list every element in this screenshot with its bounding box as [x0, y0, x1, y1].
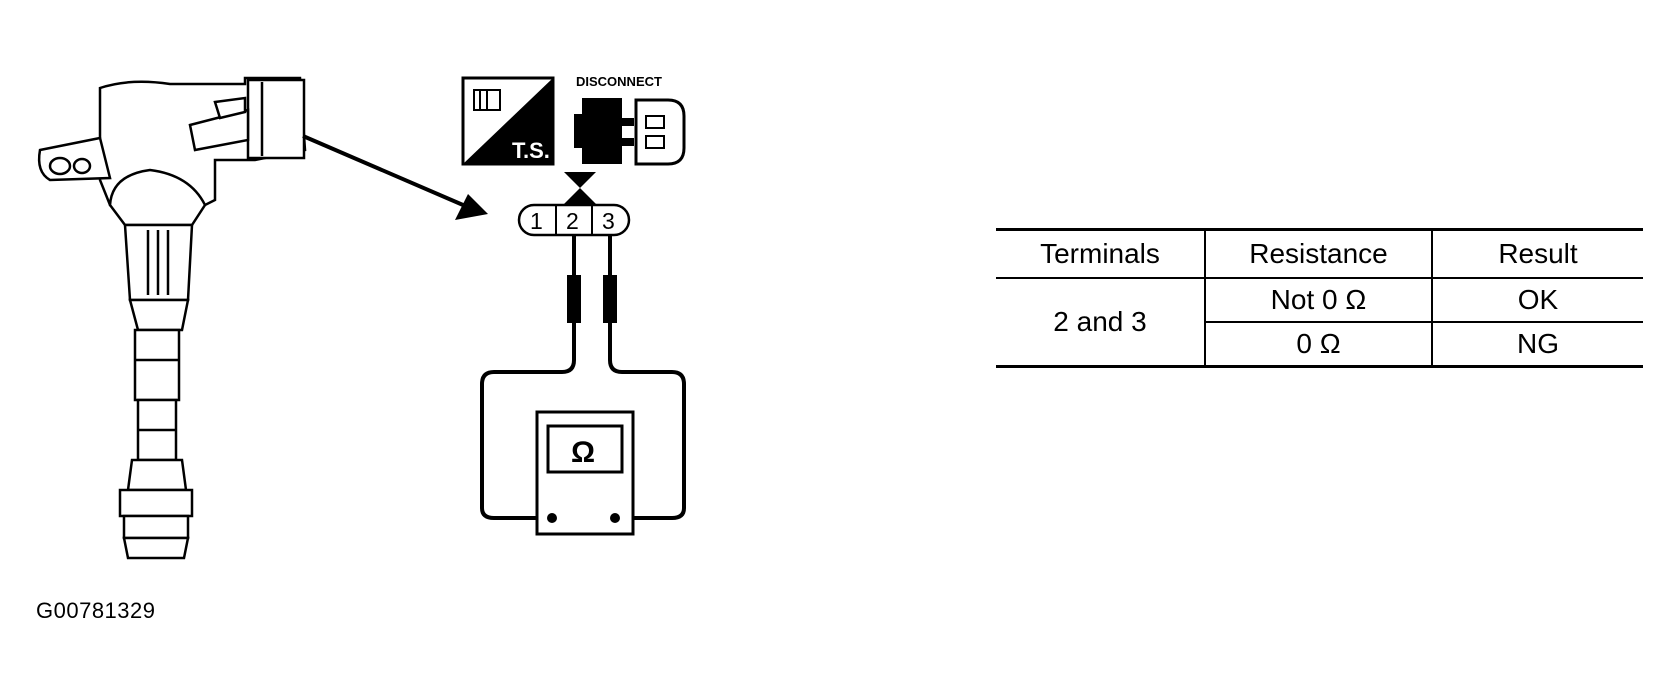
connector-face [517, 172, 631, 237]
table-row: 2 and 3 Not 0 Ω OK [996, 277, 1643, 368]
header-result: Result [1431, 228, 1643, 278]
pointer-arrow [302, 134, 488, 220]
ohm-symbol: Ω [571, 436, 595, 469]
header-terminals: Terminals [996, 228, 1205, 278]
figure-id: G00781329 [36, 598, 156, 623]
disconnect-icon [574, 98, 686, 166]
header-resistance: Resistance [1204, 228, 1432, 278]
table-header-row: Terminals Resistance Result [996, 228, 1643, 278]
probe-leads [480, 235, 686, 520]
ts-icon [461, 76, 555, 166]
resistance-cell: Not 0 Ω [1204, 277, 1432, 322]
table-row: 0 Ω NG [996, 321, 1643, 368]
ts-label: T.S. [512, 138, 550, 163]
ignition-coil [37, 76, 307, 560]
resistance-cell: 0 Ω [1204, 321, 1432, 368]
terminals-cell: 2 and 3 [996, 277, 1205, 368]
terminal-1-label: 1 [530, 208, 543, 234]
terminal-3-label: 3 [602, 208, 615, 234]
ohmmeter [535, 410, 635, 536]
probe-left [567, 275, 581, 323]
result-cell: NG [1431, 321, 1643, 368]
result-cell: OK [1431, 277, 1643, 322]
terminal-2-label: 2 [566, 208, 579, 234]
resistance-table: Terminals Resistance Result 2 and 3 Not … [996, 228, 1643, 368]
disconnect-label: DISCONNECT [576, 74, 662, 89]
probe-right [603, 275, 617, 323]
